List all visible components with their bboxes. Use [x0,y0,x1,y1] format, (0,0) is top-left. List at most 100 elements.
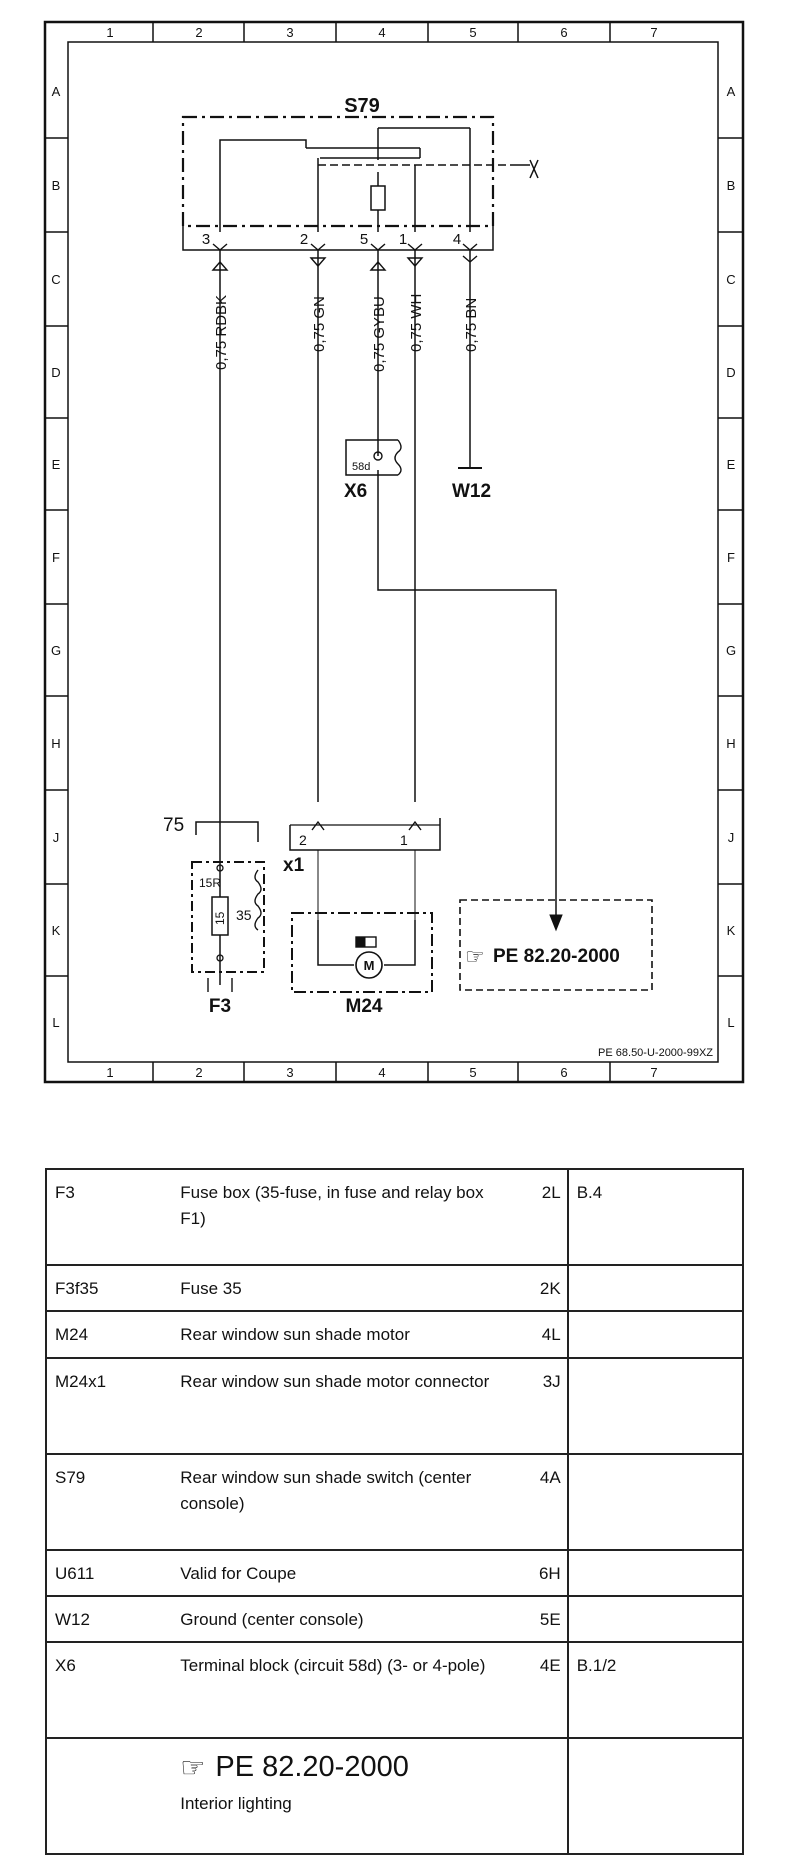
legend-reference-cell: ☞ PE 82.20-2000 Interior lighting [172,1738,567,1854]
legend-ref [566,1311,745,1358]
legend-desc: Rear window sun shade motor [180,1325,410,1345]
col-label-7-top: 7 [650,25,657,40]
legend-desc: Valid for Coupe [180,1563,297,1583]
legend-loc: 4L [541,1325,561,1345]
row-label-e-left: E [52,457,61,472]
legend-desc: Terminal block (circuit 58d) (3- or 4-po… [180,1656,486,1676]
row-label-j-right: J [728,830,735,845]
legend-ref [566,1357,745,1454]
col-label-3-bottom: 3 [286,1065,293,1080]
legend-ref: B.1/2 [566,1642,745,1739]
wire-label-bn: 0,75 BN [463,298,480,352]
col-label-7-bottom: 7 [650,1065,657,1080]
row-label-l-left: L [52,1015,59,1030]
legend-code: F3f35 [44,1265,173,1312]
reference-box [459,899,653,991]
legend-loc: 3J [542,1371,561,1391]
legend-row: M24 Rear window sun shade motor 4L [44,1311,745,1358]
row-label-f-left: F [52,550,60,565]
legend-row: F3f35 Fuse 35 2K [44,1265,745,1312]
f3-label: F3 [209,996,231,1017]
row-label-h-left: H [51,736,60,751]
x6-label: X6 [344,481,367,502]
wiring-diagram: 1 2 3 4 5 6 7 1 2 3 4 5 6 7 A B C D E F … [43,20,745,1084]
row-label-g-right: G [726,643,736,658]
legend-loc: 2L [541,1183,561,1202]
s79-pin-2: 2 [300,231,308,248]
wire-label-rdbk: 0,75 RDBK [213,295,230,370]
legend-ref: B.4 [566,1169,745,1265]
legend-loc: 4A [539,1467,561,1487]
col-label-4-bottom: 4 [378,1065,385,1080]
s79-pin-4: 4 [453,231,461,248]
row-label-g-left: G [51,643,61,658]
row-label-a-right: A [727,84,736,99]
row-label-j-left: J [53,830,60,845]
row-label-k-right: K [727,923,736,938]
doc-id: PE 68.50-U-2000-99XZ [598,1047,713,1059]
legend-ref [566,1596,745,1643]
col-label-2-top: 2 [195,25,202,40]
legend-code: M24 [44,1311,173,1358]
legend-desc: Fuse 35 [180,1279,242,1298]
legend-loc: 6H [538,1563,561,1583]
wire-label-gn: 0,75 GN [311,296,328,352]
pointing-hand-icon: ☞ [180,1752,206,1784]
row-label-b-right: B [727,178,736,193]
x1-pin-2: 2 [299,832,307,848]
legend-ref [566,1453,745,1550]
fuse-number-35: 35 [236,907,252,923]
x1-pin-1: 1 [400,832,408,848]
motor-symbol: M [364,958,375,973]
ref-box-hand-icon: ☞ [465,944,485,969]
row-label-k-left: K [52,923,61,938]
legend-code: S79 [44,1453,173,1550]
s79-pin-5: 5 [360,231,368,248]
wire-label-gybu: 0,75 GYBU [371,296,388,372]
legend-desc: Rear window sun shade switch (center con… [180,1467,472,1514]
component-legend-table: F3 Fuse box (35-fuse, in fuse and relay … [44,1168,745,1855]
s79-switch-box [181,115,495,228]
legend-row: S79 Rear window sun shade switch (center… [44,1453,745,1550]
x6-pin-label: 58d [352,461,370,473]
legend-desc: Fuse box (35-fuse, in fuse and relay box… [180,1183,484,1229]
row-label-c-right: C [726,272,735,287]
legend-reference-code: PE 82.20-2000 [215,1751,409,1784]
fuse-circuit-75: 75 [163,815,184,836]
row-label-f-right: F [727,550,735,565]
legend-code-empty [44,1738,173,1855]
legend-ref-empty [566,1738,745,1855]
s79-pin-3: 3 [202,231,210,248]
row-label-h-right: H [726,736,735,751]
legend-row: M24x1 Rear window sun shade motor connec… [44,1357,745,1454]
legend-code: X6 [44,1642,173,1739]
legend-code: M24x1 [44,1357,173,1454]
col-label-4-top: 4 [378,25,385,40]
col-label-6-top: 6 [560,25,567,40]
row-label-l-right: L [727,1015,734,1030]
legend-code: U611 [44,1549,173,1597]
legend-loc: 2K [539,1279,561,1298]
legend-desc: Ground (center console) [180,1610,364,1630]
col-label-2-bottom: 2 [195,1065,202,1080]
wire-label-wh: 0,75 WH [408,294,425,352]
col-label-6-bottom: 6 [560,1065,567,1080]
legend-row: F3 Fuse box (35-fuse, in fuse and relay … [44,1169,745,1265]
col-label-5-bottom: 5 [469,1065,476,1080]
legend-reference-sub: Interior lighting [180,1794,292,1814]
ref-box-label: PE 82.20-2000 [493,946,620,967]
legend-desc: Rear window sun shade motor connector [180,1371,490,1391]
legend-row: U611 Valid for Coupe 6H [44,1549,745,1597]
row-label-a-left: A [52,84,61,99]
row-label-c-left: C [51,272,60,287]
m24-motor-box [291,912,433,993]
fuse-label-15: 15 [213,911,227,925]
col-label-1-bottom: 1 [106,1065,113,1080]
s79-title: S79 [344,95,380,117]
legend-code: F3 [44,1169,173,1265]
col-label-1-top: 1 [106,25,113,40]
fuse-label-15r: 15R [199,876,221,890]
legend-loc: 5E [539,1610,561,1630]
legend-code: W12 [44,1596,173,1643]
legend-loc: 4E [539,1656,561,1676]
